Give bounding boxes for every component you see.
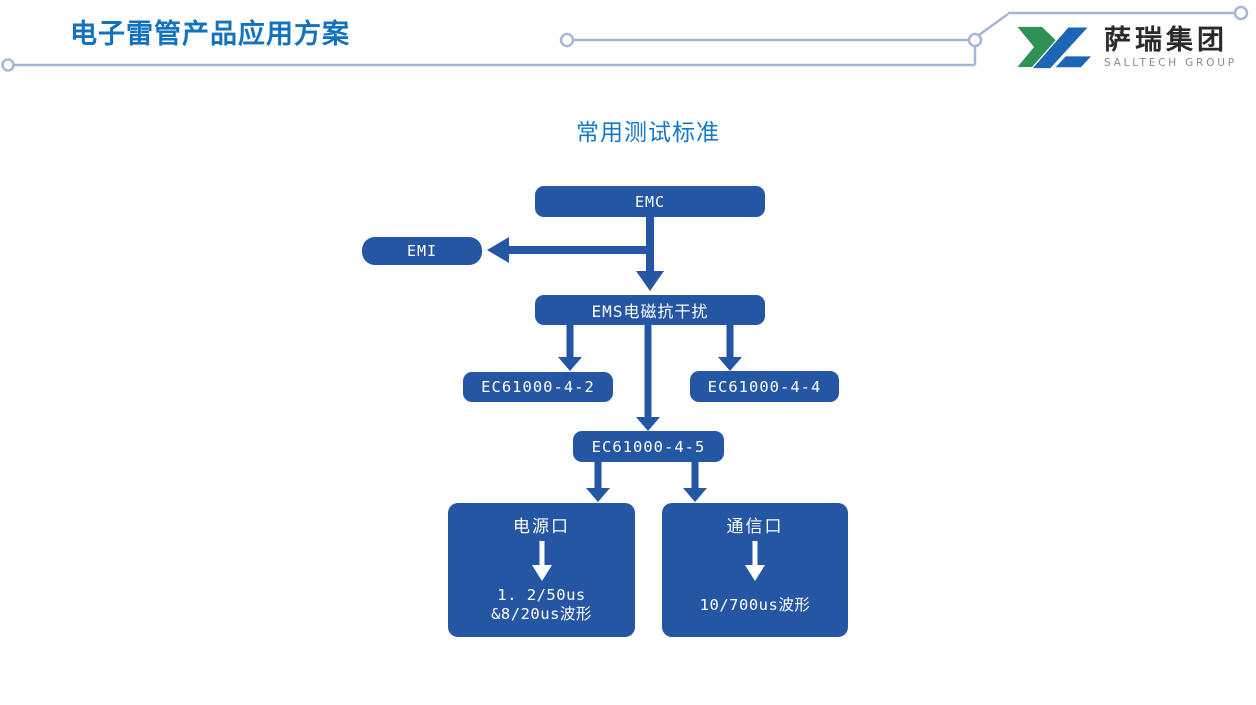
node-ec61000-4-4: EC61000-4-4	[690, 371, 839, 402]
decor-circle-nodes	[1, 5, 1249, 72]
arrow-ems-to-ec2	[558, 325, 582, 371]
logo-name-en: SALLTECH GROUP	[1104, 56, 1237, 69]
company-logo: 萨瑞集团 SALLTECH GROUP	[1014, 26, 1237, 74]
arrow-ec5-to-power	[586, 462, 610, 502]
arrow-ems-to-ec4	[718, 325, 742, 371]
node-emi-label: EMI	[406, 242, 438, 260]
node-ec61000-4-2: EC61000-4-2	[463, 372, 613, 402]
node-emc-label: EMC	[634, 192, 666, 211]
node-ec61000-4-4-label: EC61000-4-4	[707, 377, 822, 396]
logo-blue-slash	[1029, 26, 1091, 70]
decor-long-line	[13, 46, 977, 67]
arrow-emc-to-emi	[487, 237, 650, 263]
logo-mark-icon	[1017, 26, 1095, 70]
logo-name-cn: 萨瑞集团	[1104, 25, 1228, 56]
logo-blue-dash	[1052, 55, 1095, 69]
down-arrow-icon	[531, 541, 552, 581]
power-port-label: 电源口	[513, 517, 570, 537]
node-emc: EMC	[535, 186, 765, 217]
power-port-waveform-line1: 1. 2/50us	[497, 586, 586, 604]
diagram-title: 常用测试标准	[576, 120, 720, 146]
arrow-ems-to-ec5	[636, 325, 660, 431]
node-power-port: 电源口 1. 2/50us &8/20us波形	[448, 503, 635, 637]
decor-diagonal-line	[978, 11, 1235, 37]
arrow-emc-to-ems	[636, 217, 664, 291]
arrow-ec5-to-comm	[683, 462, 707, 502]
logo-text: 萨瑞集团 SALLTECH GROUP	[1104, 26, 1237, 69]
node-ec61000-4-5-label: EC61000-4-5	[591, 437, 706, 456]
down-arrow-icon	[745, 541, 765, 581]
node-ems: EMS电磁抗干扰	[535, 295, 765, 325]
comm-port-waveform: 10/700us波形	[699, 596, 811, 614]
node-ems-label: EMS电磁抗干扰	[591, 302, 709, 321]
comm-port-label: 通信口	[726, 517, 784, 537]
node-ec61000-4-2-label: EC61000-4-2	[481, 378, 595, 396]
header-decor-lines	[1, 5, 1249, 72]
node-comm-port: 通信口 10/700us波形	[662, 503, 848, 637]
node-ec61000-4-5: EC61000-4-5	[573, 431, 724, 462]
node-emi: EMI	[362, 237, 482, 265]
power-port-waveform-line2: &8/20us波形	[491, 604, 592, 623]
page-title: 电子雷管产品应用方案	[70, 19, 350, 50]
